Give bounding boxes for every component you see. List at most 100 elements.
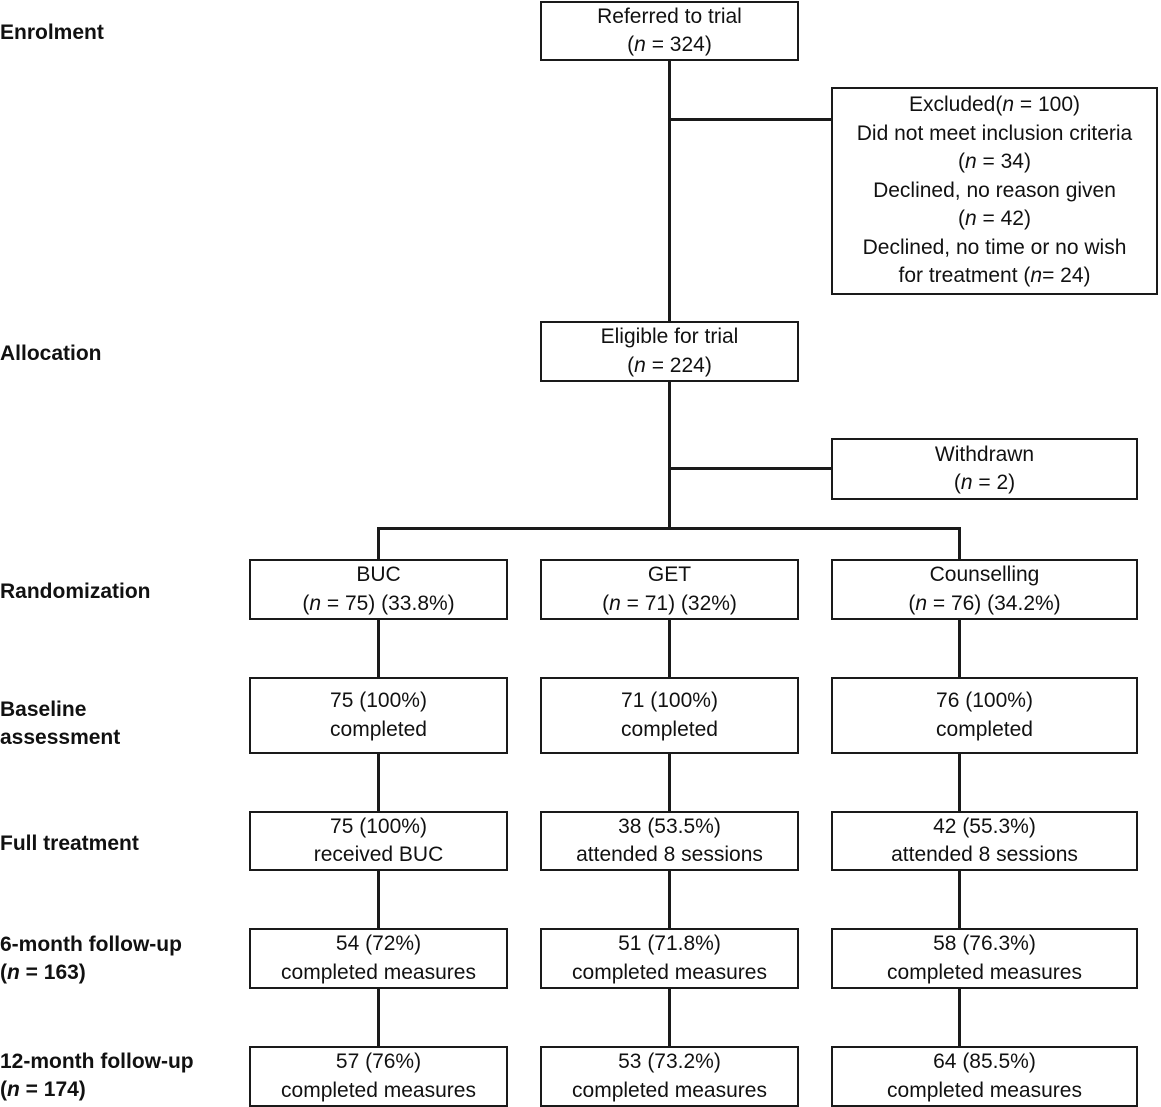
arm-counselling-treatment: 42 (55.3%) attended 8 sessions — [831, 811, 1138, 871]
excluded-reason-2-n: = 42) — [982, 207, 1031, 231]
stage-label-baseline-assessment: Baseline assessment — [0, 696, 120, 752]
connector-get-baseline — [668, 619, 671, 679]
stage-6-month-n: = 163) — [19, 961, 86, 984]
stage-6-month-count: (n = 163) — [0, 961, 86, 984]
treatment-value: 42 (55.3%) — [933, 814, 1036, 838]
connector-counselling-12month — [958, 988, 961, 1048]
excluded-reason-2-count: (n = 42) — [958, 207, 1031, 231]
excluded-title-text: Excluded( — [908, 93, 1003, 117]
connector-get-6month — [668, 870, 671, 930]
excluded-box: Excluded(n = 100) Did not meet inclusion… — [831, 87, 1158, 295]
n-symbol: n — [915, 591, 927, 615]
connector-buc-treatment — [377, 753, 380, 813]
arm-name: BUC — [356, 563, 401, 586]
fu12-value: 57 (76%) — [335, 1050, 422, 1073]
withdrawn-count: (n = 2) — [953, 471, 1016, 494]
excluded-reason-1-n: = 34) — [982, 150, 1031, 174]
connector-counselling-baseline — [958, 619, 961, 679]
fu12-text: completed measures — [281, 1078, 476, 1102]
arm-counselling-6month: 58 (76.3%) completed measures — [831, 928, 1138, 989]
arm-counselling-12month: 64 (85.5%) completed measures — [831, 1046, 1138, 1107]
connector-arm-split — [377, 527, 961, 530]
fu12-text: completed measures — [887, 1078, 1082, 1102]
arm-n: = 75) (33.8%) — [326, 591, 455, 615]
arm-name: Counselling — [929, 563, 1040, 586]
excluded-reason-2: Declined, no reason given — [873, 178, 1116, 202]
arm-count: (n = 75) (33.8%) — [302, 591, 455, 615]
arm-get-6month: 51 (71.8%) completed measures — [540, 928, 799, 989]
eligible-title: Eligible for trial — [600, 325, 739, 348]
arm-buc-6month: 54 (72%) completed measures — [249, 928, 508, 989]
fu12-value: 64 (85.5%) — [933, 1050, 1036, 1073]
eligible-n: = 224) — [651, 353, 712, 377]
arm-counselling-randomized: Counselling (n = 76) (34.2%) — [831, 559, 1138, 620]
arm-get-baseline: 71 (100%) completed — [540, 677, 799, 754]
stage-12-month-n: = 174) — [19, 1078, 86, 1101]
baseline-text: completed — [330, 717, 427, 741]
eligible-box: Eligible for trial (n = 224) — [540, 321, 799, 382]
arm-counselling-baseline: 76 (100%) completed — [831, 677, 1138, 754]
arm-get-treatment: 38 (53.5%) attended 8 sessions — [540, 811, 799, 871]
fu6-value: 58 (76.3%) — [933, 932, 1036, 955]
connector-counselling-treatment — [958, 753, 961, 813]
n-symbol: n — [634, 33, 646, 56]
n-symbol: n — [309, 591, 321, 615]
arm-get-12month: 53 (73.2%) completed measures — [540, 1046, 799, 1107]
stage-label-full-treatment: Full treatment — [0, 832, 139, 855]
excluded-reason-3-cont: for treatment (n= 24) — [898, 262, 1090, 291]
stage-label-enrolment: Enrolment — [0, 21, 104, 44]
n-symbol: n — [1002, 93, 1015, 117]
fu6-value: 54 (72%) — [335, 932, 422, 955]
treatment-text: attended 8 sessions — [891, 843, 1078, 866]
arm-count: (n = 71) (32%) — [602, 591, 737, 615]
excluded-reason-3: Declined, no time or no wish — [862, 235, 1127, 259]
connector-to-withdrawn — [668, 467, 833, 470]
withdrawn-title: Withdrawn — [934, 442, 1035, 466]
arm-name: GET — [647, 563, 692, 586]
n-symbol: n — [7, 961, 20, 984]
treatment-text: received BUC — [313, 843, 444, 866]
excluded-reason-1-count: (n = 34) — [958, 150, 1031, 174]
connector-eligible-down — [668, 381, 671, 530]
stage-label-allocation: Allocation — [0, 342, 102, 365]
connector-get-12month — [668, 988, 671, 1048]
referred-title: Referred to trial — [597, 4, 742, 28]
arm-buc-treatment: 75 (100%) received BUC — [249, 811, 508, 871]
treatment-value: 75 (100%) — [330, 814, 427, 838]
excluded-n: = 100) — [1019, 93, 1081, 117]
withdrawn-n: = 2) — [978, 471, 1016, 494]
referred-n: = 324) — [651, 33, 712, 56]
fu6-text: completed measures — [281, 960, 476, 984]
connector-referred-to-eligible — [668, 60, 671, 322]
arm-buc-baseline: 75 (100%) completed — [249, 677, 508, 754]
fu12-value: 53 (73.2%) — [618, 1050, 721, 1073]
baseline-value: 75 (100%) — [330, 689, 427, 712]
connector-buc-6month — [377, 870, 380, 930]
arm-n: = 71) (32%) — [626, 591, 737, 615]
baseline-text: completed — [621, 717, 718, 741]
baseline-text: completed — [936, 717, 1033, 741]
n-symbol: n — [1030, 264, 1043, 288]
treatment-value: 38 (53.5%) — [618, 814, 721, 838]
excluded-title: Excluded(n = 100) — [909, 91, 1080, 120]
n-symbol: n — [7, 1078, 20, 1101]
arm-buc-12month: 57 (76%) completed measures — [249, 1046, 508, 1107]
connector-get-treatment — [668, 753, 671, 813]
arm-buc-randomized: BUC (n = 75) (33.8%) — [249, 559, 508, 620]
connector-buc-12month — [377, 988, 380, 1048]
n-symbol: n — [634, 353, 646, 377]
connector-to-excluded — [668, 118, 833, 121]
withdrawn-box: Withdrawn (n = 2) — [831, 438, 1138, 500]
eligible-count: (n = 224) — [627, 353, 712, 377]
stage-label-12-month: 12-month follow-up (n = 174) — [0, 1048, 194, 1104]
connector-counselling-drop — [958, 527, 961, 561]
stage-label-baseline-line1: Baseline — [0, 698, 87, 721]
stage-label-randomization: Randomization — [0, 580, 151, 603]
connector-counselling-6month — [958, 870, 961, 930]
stage-label-baseline-line2: assessment — [0, 726, 121, 749]
connector-buc-baseline — [377, 619, 380, 679]
fu6-value: 51 (71.8%) — [618, 932, 721, 955]
arm-count: (n = 76) (34.2%) — [908, 591, 1061, 615]
stage-12-month-count: (n = 174) — [0, 1078, 86, 1101]
